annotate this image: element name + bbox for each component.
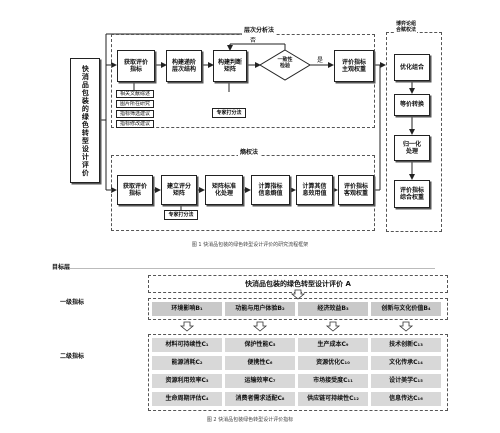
level2-indicator: 生产成本C₉ [298,338,368,352]
yes-label: 是 [317,57,324,64]
level2-indicator: 供应链可持续性C₁₂ [298,392,368,406]
consistency-check-diamond [259,49,311,81]
ahp-hierarchy-structure-box: 构建递阶 层次结构 [166,50,202,82]
ahp-get-indicators-box: 获取评价 指标 [117,50,155,82]
level1-indicator: 功能与用户体验B₂ [225,302,295,316]
level2-indicator: 消费者需求适配C₈ [225,392,295,406]
target-box: 快消品包装的绿色转型设计评价 A [245,279,351,288]
figure2-caption: 图 2 快消品包装绿色转型设计评价指标 [206,417,294,423]
down-arrow-icon [179,321,195,332]
level1-label: 一级指标 [60,299,85,306]
small-item-3: 指标筛选建议 [116,110,154,118]
objective-weight-box: 评价指标 客观权重 [338,175,374,205]
level1-indicator: 经济效益B₃ [298,302,368,316]
figure1-caption: 图 1 快消品包装的绿色转型设计评价的研究流程框架 [191,242,309,248]
equivalent-conversion-box: 等价转换 [394,94,430,116]
figure2-top-rule [60,268,435,269]
small-item-1: 相关文献综述 [116,90,154,98]
small-item-2: 图片所在研究 [116,100,154,108]
game-theory-section-title: 博弈论组 合赋权法 [395,21,418,34]
level2-indicator: 便携性C₆ [225,356,295,370]
entropy-get-indicators-box: 获取评价 指标 [117,175,153,205]
level2-indicator: 保护性能C₅ [225,338,295,352]
no-label: 否 [250,37,257,44]
expert-scoring-box-1: 专家打分法 [212,108,246,118]
utility-value-box: 计算其信 息效用值 [296,175,333,205]
figure1-connectors [100,33,415,210]
normalization-box: 归一化 处理 [394,135,430,161]
figure1-main-title-text: 快消品包装的绿色转型设计评价 [81,64,90,177]
level2-indicator: 资源利用效率C₃ [152,374,222,388]
level2-indicator: 技术创新C₁₃ [371,338,441,352]
entropy-section-title: 熵权法 [238,149,261,157]
down-arrow-icon [252,321,268,332]
consistency-check-label: 一致性 检验 [277,57,293,69]
expert-scoring-box-2: 专家打分法 [164,210,198,220]
subjective-weight-box: 评价指标 主观权重 [334,50,374,82]
entropy-value-box: 计算指标 信息熵值 [251,175,290,205]
level2-indicator: 生命周期评估C₄ [152,392,222,406]
down-arrow-icon [398,321,414,332]
level1-indicator: 创新与文化价值B₄ [371,302,441,316]
level2-indicator: 材料可持续性C₁ [152,338,222,352]
level2-indicator: 运输效率C₇ [225,374,295,388]
comprehensive-weight-box: 评价指标 综合权重 [394,180,430,208]
optimize-combination-box: 优化组合 [394,54,430,81]
level2-indicator: 市场接受度C₁₁ [298,374,368,388]
small-item-4: 指标修改建议 [116,120,154,128]
level1-indicator: 环境影响B₁ [152,302,222,316]
level2-frame [148,334,448,411]
level2-indicator: 资源优化C₁₀ [298,356,368,370]
level2-indicator: 能源消耗C₂ [152,356,222,370]
level2-indicator: 设计美学C₁₅ [371,374,441,388]
ahp-section-title: 层次分析法 [242,27,277,35]
ahp-judgment-matrix-box: 构建判断 矩阵 [213,50,247,82]
down-arrow-icon [290,289,306,300]
level2-indicator: 文化传承C₁₄ [371,356,441,370]
figure1-main-title: 快消品包装的绿色转型设计评价 [70,58,100,183]
target-layer-label: 目标层 [52,264,71,271]
level2-label: 二级指标 [60,353,85,360]
matrix-standardization-box: 矩阵标准 化处理 [205,175,243,205]
scoring-matrix-box: 建立评分 矩阵 [161,175,197,205]
down-arrow-icon [325,321,341,332]
level2-indicator: 信息传达C₁₆ [371,392,441,406]
